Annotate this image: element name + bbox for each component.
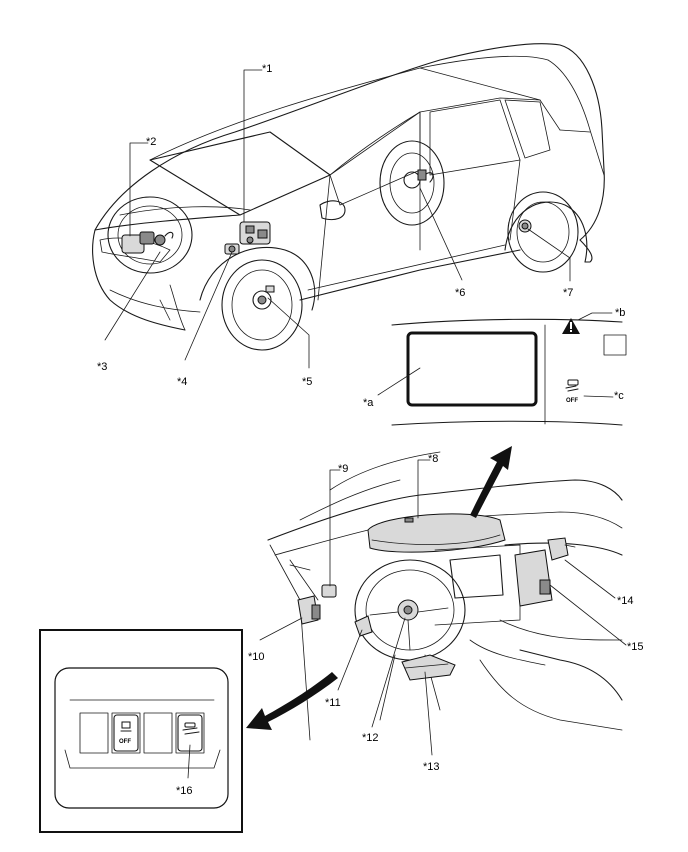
slip-indicator-off-icon: OFF	[119, 721, 132, 745]
callout-13: *13	[423, 761, 440, 773]
callout-2: *2	[146, 136, 157, 148]
callout-15: *15	[627, 641, 644, 653]
part-11	[354, 615, 373, 637]
callout-3: *3	[97, 361, 108, 373]
part-5-sensor	[252, 285, 275, 310]
vsc-off-icon	[182, 722, 200, 735]
switch-inset: OFF	[39, 629, 243, 833]
callout-8: *8	[428, 453, 439, 465]
leader-lines-bottom	[246, 446, 627, 756]
callout-10: *10	[248, 651, 265, 663]
dashboard	[267, 451, 623, 741]
part-8-meter	[367, 513, 506, 553]
sensor-parts	[121, 169, 532, 310]
svg-text:OFF: OFF	[119, 739, 131, 745]
part-14	[547, 537, 576, 561]
part-15-ecu	[514, 549, 553, 607]
callout-12: *12	[362, 732, 379, 744]
leader-lines-top	[104, 69, 571, 369]
meter-inset: OFF	[377, 312, 627, 426]
callout-6: *6	[455, 287, 466, 299]
svg-text:OFF: OFF	[566, 398, 578, 404]
callout-11: *11	[325, 697, 341, 709]
callout-c: *c	[614, 390, 624, 402]
callout-16: *16	[176, 785, 193, 797]
callout-9: *9	[338, 463, 349, 475]
part-13	[401, 654, 456, 681]
callout-4: *4	[177, 376, 188, 388]
callout-a: *a	[363, 397, 374, 409]
part-9	[321, 584, 337, 598]
part-4-sensor	[224, 243, 240, 255]
part-2-sensor	[121, 231, 174, 254]
callout-7: *7	[563, 287, 574, 299]
callout-1: *1	[262, 63, 273, 75]
car-body	[92, 43, 605, 351]
part-10	[297, 595, 321, 625]
callout-5: *5	[302, 376, 313, 388]
part-1-actuator	[239, 221, 271, 245]
part-6-sensor	[403, 169, 434, 189]
callout-14: *14	[617, 595, 634, 607]
warning-triangle-icon	[562, 318, 580, 334]
slip-indicator-off-icon: OFF	[565, 379, 579, 404]
callout-b: *b	[615, 307, 626, 319]
